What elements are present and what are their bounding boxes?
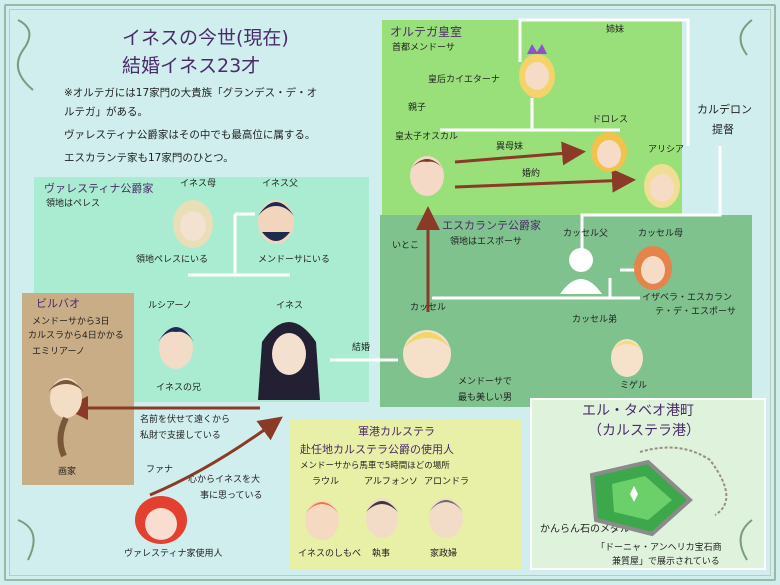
cassel-label: カッセル bbox=[410, 303, 447, 313]
valestina-title: ヴァレスティナ公爵家 bbox=[44, 182, 154, 195]
isabela-label-1: イザベラ・エスカラン bbox=[642, 293, 733, 303]
emiliano-portrait bbox=[48, 378, 84, 458]
marriage-label: 結婚 bbox=[352, 343, 371, 353]
dolores-label: ドロレス bbox=[592, 115, 629, 125]
cassel-note-1: メンドーサで bbox=[458, 377, 512, 387]
miguel-portrait bbox=[611, 339, 643, 377]
ines-mother-label: イネス母 bbox=[180, 179, 217, 189]
ines-mother-note: 領地ペレスにいる bbox=[136, 255, 209, 265]
raul-portrait bbox=[305, 500, 339, 540]
escalante-subtitle: 領地はエスポーサ bbox=[450, 237, 522, 247]
alondra-label: アロンドラ bbox=[424, 477, 470, 487]
page-title-line1: イネスの今世(現在) bbox=[122, 27, 289, 49]
alfonso-role: 執事 bbox=[372, 549, 391, 559]
prince-oscar-portrait bbox=[410, 156, 444, 196]
cassel-father-silhouette bbox=[560, 248, 602, 294]
note-line-4: エスカランテ家も17家門のひとつ。 bbox=[64, 152, 234, 164]
carstella-section bbox=[290, 420, 522, 570]
calderon-label-1: カルデロン bbox=[697, 103, 752, 116]
ines-father-portrait bbox=[258, 200, 294, 244]
calderon-label-2: 提督 bbox=[712, 123, 734, 136]
fana-portrait bbox=[135, 496, 187, 544]
medal-label: かんらん石のメダル bbox=[540, 524, 630, 535]
cassel-mother-portrait bbox=[634, 246, 672, 290]
luciano-note: イネスの兄 bbox=[156, 383, 202, 393]
display-line-1: 「ドーニャ・アンヘリカ宝石商 bbox=[596, 543, 722, 553]
cousin-label: いとこ bbox=[392, 241, 420, 251]
half-sister-label: 異母妹 bbox=[496, 142, 524, 152]
carstella-subtitle: 赴任地カルステラ公爵の使用人 bbox=[300, 443, 454, 456]
ines-father-note: メンドーサにいる bbox=[258, 255, 330, 265]
luciano-label: ルシアーノ bbox=[148, 301, 192, 311]
painter-label: 画家 bbox=[58, 467, 77, 477]
cassel-portrait bbox=[402, 330, 452, 378]
note-line-1: ※オルテガには17家門の大貴族「グランデス・デ・オ bbox=[64, 87, 318, 99]
engaged-label: 婚約 bbox=[522, 169, 541, 179]
ortega-title: オルテガ皇室 bbox=[390, 25, 463, 39]
ines-label: イネス bbox=[276, 301, 304, 311]
fana-care-1: 心からイネスを大 bbox=[188, 475, 261, 485]
raul-role: イネスのしもべ bbox=[298, 549, 362, 559]
carstella-note: メンドーサから馬車で5時間ほどの場所 bbox=[300, 461, 450, 471]
alfonso-label: アルフォンソ bbox=[364, 477, 418, 487]
support-line-2: 私財で支援している bbox=[140, 431, 221, 441]
alondra-role: 家政婦 bbox=[430, 549, 458, 559]
siblings-label: 姉妹 bbox=[606, 25, 625, 35]
ines-portrait bbox=[258, 322, 320, 400]
port-title-2: （カルステラ港） bbox=[588, 423, 700, 439]
support-line-1: 名前を伏せて遠くから bbox=[140, 415, 231, 425]
cassel-note-2: 最も美しい男 bbox=[458, 393, 513, 403]
emiliano-label: エミリアーノ bbox=[32, 347, 85, 357]
fana-care-2: 事に思っている bbox=[200, 491, 263, 501]
note-line-3: ヴァレスティナ公爵家はその中でも最高位に属する。 bbox=[64, 129, 316, 141]
outer-frame bbox=[4, 4, 776, 581]
bilbao-line-2: カルスラから4日かかる bbox=[28, 331, 124, 341]
alondra-portrait bbox=[429, 498, 463, 538]
alicia-portrait bbox=[644, 164, 680, 208]
miguel-label: ミゲル bbox=[620, 381, 648, 391]
luciano-portrait bbox=[158, 327, 194, 369]
fana-role: ヴァレスティナ家使用人 bbox=[124, 549, 223, 559]
isabela-label-2: テ・デ・エスポーサ bbox=[655, 307, 736, 317]
valestina-subtitle: 領地はペレス bbox=[46, 199, 101, 209]
port-title-1: エル・タベオ港町 bbox=[582, 403, 694, 419]
cassel-brother-label: カッセル弟 bbox=[572, 315, 618, 325]
fana-label: ファナ bbox=[146, 465, 174, 475]
alfonso-portrait bbox=[366, 498, 398, 538]
inner-frame bbox=[9, 9, 771, 576]
note-line-2: ルテガ」がある。 bbox=[64, 106, 148, 118]
empress-portrait bbox=[519, 44, 555, 98]
cassel-father-label: カッセル父 bbox=[563, 229, 609, 239]
bilbao-title: ビルバオ bbox=[36, 297, 80, 310]
empress-label: 皇后カイエターナ bbox=[428, 75, 500, 85]
display-line-2: 兼質屋」で展示されている bbox=[612, 557, 720, 567]
carstella-title: 軍港カルステラ bbox=[358, 425, 435, 438]
cassel-mother-label: カッセル母 bbox=[638, 229, 684, 239]
ines-father-label: イネス父 bbox=[262, 179, 299, 189]
port-section bbox=[530, 398, 766, 570]
parent-child-label: 親子 bbox=[408, 103, 427, 113]
escalante-title: エスカランテ公爵家 bbox=[442, 219, 541, 232]
page-title-line2: 結婚イネス23才 bbox=[122, 55, 261, 77]
ortega-subtitle: 首都メンドーサ bbox=[392, 43, 455, 53]
alicia-label: アリシア bbox=[648, 145, 685, 155]
bilbao-line-1: メンドーサから3日 bbox=[32, 317, 110, 327]
ines-mother-portrait bbox=[173, 200, 213, 248]
raul-label: ラウル bbox=[312, 477, 340, 487]
escalante-section bbox=[380, 215, 752, 407]
dolores-portrait bbox=[591, 132, 627, 172]
prince-label: 皇太子オスカル bbox=[395, 132, 459, 142]
